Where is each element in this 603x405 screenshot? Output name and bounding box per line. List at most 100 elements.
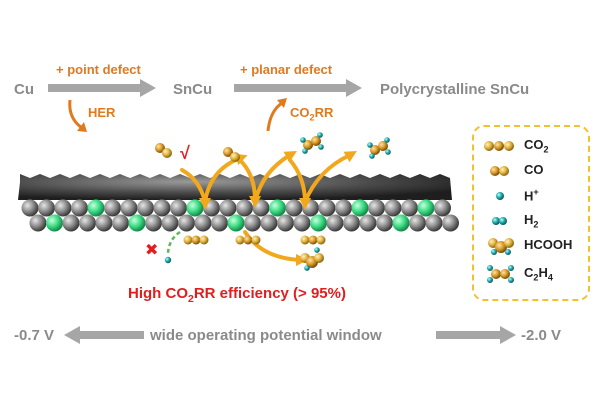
legend-label-c2h4: C2H4 — [524, 265, 553, 283]
legend-label-hcooh: HCOOH — [524, 237, 573, 252]
ethylene-molecule-icon — [487, 265, 514, 283]
sn-atom — [351, 199, 369, 217]
co2-molecule-lower-mid — [235, 235, 261, 245]
sn-atom — [87, 199, 105, 217]
cu-atom — [376, 214, 393, 232]
cu-atom — [318, 199, 336, 217]
cu-atom — [62, 214, 80, 232]
stage-polycrystalline-sncu: Polycrystalline SnCu — [380, 81, 530, 98]
surface-dark-layer — [18, 174, 452, 200]
cu-atom — [145, 214, 162, 232]
cu-atom — [236, 199, 253, 217]
cu-atom — [95, 214, 113, 232]
cu-atom — [161, 214, 179, 232]
cu-atom — [434, 199, 451, 217]
arrow-cu-to-sncu — [48, 79, 156, 102]
cu-atom — [384, 199, 402, 217]
cu-atom — [343, 214, 360, 232]
cross-mark-icon: ✖ — [145, 242, 159, 259]
sn-atom — [269, 199, 286, 217]
sn-atom — [310, 214, 327, 232]
cu-atom — [425, 214, 443, 232]
cu-atom — [211, 214, 228, 232]
cu-atom — [112, 214, 129, 232]
potential-window-label: wide operating potential window — [150, 327, 382, 344]
legend-label-proton: H+ — [524, 187, 539, 204]
arrow-subsurface-to-product — [243, 230, 302, 262]
cu-atom — [401, 199, 418, 217]
sn-atom — [227, 214, 245, 232]
cu-atom — [153, 199, 171, 217]
cu-atom — [219, 199, 237, 217]
cu-atom — [359, 214, 377, 232]
arrow-sncu-to-poly — [234, 79, 362, 102]
hydrogen-molecule-icon — [492, 217, 507, 225]
her-label: HER — [88, 105, 116, 120]
arrowhead — [299, 198, 311, 210]
cu-atom — [293, 214, 311, 232]
legend: CO2 CO H+ H2 HCOOH C2H4 — [472, 125, 590, 301]
arrowhead — [343, 151, 357, 163]
arrow-left-grey — [64, 326, 144, 349]
planar-defect-label: + planar defect — [240, 62, 333, 77]
catalyst-surface-illustration — [0, 130, 470, 285]
potential-left-label: -0.7 V — [14, 327, 55, 344]
legend-item-h2: H2 — [474, 210, 592, 232]
her-curved-arrow — [60, 98, 90, 141]
legend-label-co: CO — [524, 162, 544, 177]
co2rr-curved-arrow — [260, 95, 290, 138]
co2-molecule-upper — [155, 143, 172, 158]
cu-atom — [442, 214, 459, 232]
cu-atom — [29, 214, 47, 232]
cu-atom — [194, 214, 212, 232]
cu-atom — [54, 199, 72, 217]
sn-atom — [186, 199, 204, 217]
cu-atom — [104, 199, 121, 217]
point-defect-label: + point defect — [56, 62, 141, 77]
cu-atom — [368, 199, 385, 217]
co2rr-label: CO2RR — [290, 105, 334, 123]
legend-item-c2h4: C2H4 — [474, 263, 592, 285]
proton-atom — [164, 256, 172, 264]
co-molecule-upper — [223, 147, 240, 162]
co-molecule-icon — [490, 166, 509, 176]
cu-atom — [409, 214, 426, 232]
efficiency-label: High CO2RR efficiency (> 95%) — [128, 285, 346, 305]
cu-atom — [79, 214, 96, 232]
legend-label-co2: CO2 — [524, 137, 549, 155]
legend-item-hcooh: HCOOH — [474, 235, 592, 257]
stage-cu: Cu — [14, 81, 34, 98]
cu-atom — [21, 199, 39, 217]
her-dashed-arrow — [166, 230, 181, 256]
cu-atom — [335, 199, 352, 217]
arrowhead — [249, 196, 261, 208]
c2h4-molecule-right — [367, 137, 391, 159]
sn-atom — [128, 214, 146, 232]
cu-atom — [326, 214, 344, 232]
co2-molecule-icon — [484, 141, 514, 151]
cu-atom — [178, 214, 195, 232]
cu-atom — [120, 199, 138, 217]
c2h4-molecule-upper — [300, 132, 324, 154]
cu-atom — [244, 214, 261, 232]
sn-atom — [392, 214, 410, 232]
arrowhead — [283, 151, 297, 163]
cu-atom — [285, 199, 303, 217]
arrow-surface-to-hcooh — [303, 153, 352, 204]
hcooh-molecule-lower — [300, 247, 324, 271]
arrow-right-grey — [436, 326, 516, 349]
cu-atom — [260, 214, 278, 232]
co2-molecule-lower-right — [300, 235, 326, 245]
legend-label-h2: H2 — [524, 212, 539, 230]
arrowhead — [199, 198, 211, 210]
cu-atom — [137, 199, 154, 217]
sn-atom — [46, 214, 63, 232]
cu-atom — [38, 199, 55, 217]
legend-item-proton: H+ — [474, 185, 592, 207]
legend-item-co: CO — [474, 160, 592, 182]
co2-molecule-lower-left — [183, 235, 209, 245]
cu-atom — [170, 199, 187, 217]
legend-item-co2: CO2 — [474, 135, 592, 157]
cu-atom — [71, 199, 88, 217]
sn-atom — [417, 199, 435, 217]
